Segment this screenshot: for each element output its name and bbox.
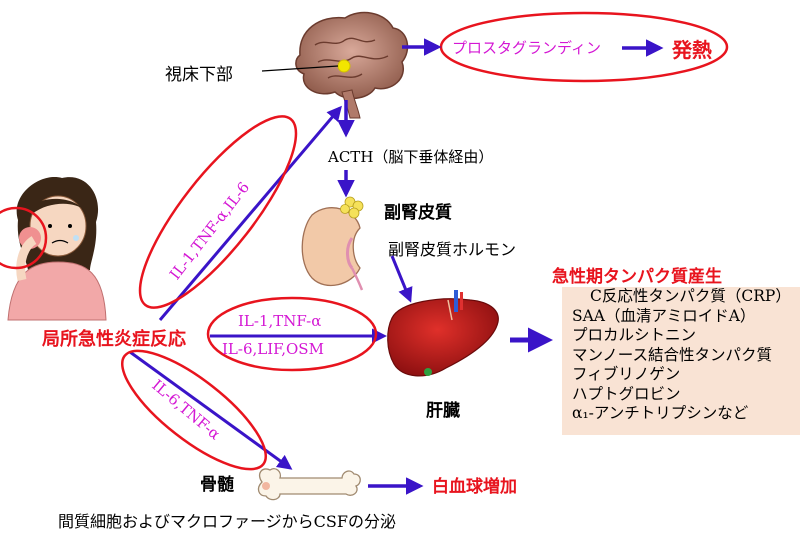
acute-phase-title: 急性期タンパク質産生 <box>552 267 722 287</box>
bone-marrow-label: 骨髄 <box>200 475 234 495</box>
bone-illustration <box>257 468 361 501</box>
acute-phase-protein-list: C反応性タンパク質（CRP） SAA（血清アミロイドA） プロカルシトニン マン… <box>562 287 800 435</box>
brain-illustration <box>295 11 409 119</box>
protein-item: フィブリノゲン <box>572 365 681 383</box>
patient-illustration <box>7 177 107 321</box>
liver-label: 肝臓 <box>426 401 460 421</box>
fever-label: 発熱 <box>672 38 712 62</box>
protein-item: ハプトグロビン <box>572 384 681 403</box>
protein-item: C反応性タンパク質（CRP） <box>590 287 791 305</box>
protein-item: α₁-アンチトリプシンなど <box>572 404 749 422</box>
hypothalamus-label: 視床下部 <box>165 65 233 85</box>
acth-label: ACTH（脳下垂体経由） <box>328 148 494 166</box>
csf-secretion-label: 間質細胞およびマクロファージからCSFの分泌 <box>58 512 396 531</box>
adrenal-hormone-label: 副腎皮質ホルモン <box>388 240 517 259</box>
protein-item: SAA（血清アミロイドA） <box>572 306 756 325</box>
adrenal-cortex-label: 副腎皮質 <box>384 203 452 223</box>
cytokine-middle-top-label: IL-1,TNF-α <box>238 312 322 330</box>
kidney-adrenal-illustration <box>301 196 364 291</box>
local-inflammation-label: 局所急性炎症反応 <box>42 329 186 350</box>
prostaglandin-label: プロスタグランディン <box>452 39 601 57</box>
protein-item: プロカルシトニン <box>572 326 697 344</box>
wbc-increase-label: 白血球増加 <box>432 477 517 497</box>
liver-illustration <box>387 290 499 377</box>
protein-item: マンノース結合性タンパク質 <box>572 345 772 364</box>
cytokine-middle-bottom-label: IL-6,LIF,OSM <box>222 340 324 358</box>
